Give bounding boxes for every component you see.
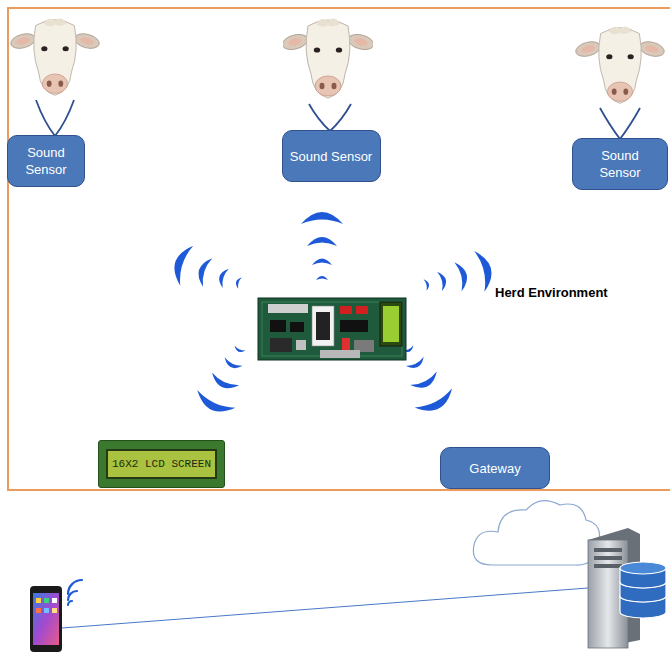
art-rect	[36, 598, 41, 603]
art-rect	[356, 306, 368, 314]
wifi-symbol	[68, 580, 82, 605]
art-ellipse	[620, 562, 666, 574]
art-rect	[52, 598, 57, 603]
art-path	[55, 100, 74, 136]
cow-image	[9, 18, 101, 95]
art-rect	[312, 306, 334, 346]
art-use	[301, 212, 343, 280]
text-stack: Sound Sensor	[290, 148, 372, 165]
art-rect	[30, 586, 62, 652]
text-stack: Sound Sensor	[14, 144, 78, 178]
text-stack: Gateway	[469, 460, 520, 477]
database-icon	[620, 562, 666, 618]
art-rect	[340, 320, 368, 332]
art-rect	[44, 608, 49, 613]
art-rect	[383, 306, 399, 342]
art-rect	[33, 593, 59, 645]
art-rect	[268, 304, 308, 313]
lcd-screen: 16X2 LCD SCREEN	[98, 440, 225, 488]
node-text: Sound Sensor	[290, 148, 372, 165]
art-path	[68, 601, 72, 605]
wireless-waves	[169, 212, 496, 419]
art-rect	[270, 338, 292, 352]
art-path	[309, 104, 330, 131]
cloud-shape	[473, 501, 599, 566]
art-path	[68, 580, 82, 594]
node-text: 16X2 LCD SCREEN	[112, 458, 211, 470]
art-rect	[340, 306, 352, 314]
cow-image	[574, 26, 666, 103]
art-rect	[594, 556, 622, 560]
node-text: Sound Sensor	[579, 147, 661, 181]
art-rect	[594, 548, 622, 552]
art-rect	[320, 350, 360, 358]
art-rect	[52, 608, 57, 613]
art-path	[36, 100, 55, 136]
node-text: Sound Sensor	[14, 144, 78, 178]
network-link	[62, 588, 588, 628]
art-rect	[290, 322, 304, 332]
art-path	[330, 104, 351, 131]
node-text: Gateway	[469, 460, 520, 477]
region-label: Herd Environment	[495, 285, 608, 300]
art-rect	[316, 312, 330, 340]
text-stack: 16X2 LCD SCREEN	[112, 458, 211, 470]
art-use	[420, 248, 496, 305]
art-rect	[594, 564, 622, 568]
microcontroller-board	[258, 298, 406, 360]
art-rect	[258, 298, 406, 360]
sensor-box: Sound Sensor	[7, 135, 85, 187]
art-path	[620, 108, 640, 139]
art-rect	[270, 320, 286, 332]
lcd-glass: 16X2 LCD SCREEN	[106, 449, 217, 479]
art-rect	[380, 302, 402, 346]
art-rect	[342, 338, 350, 352]
phone-icon	[30, 586, 62, 652]
sensor-box: Sound Sensor	[572, 138, 668, 190]
sensor-box: Sound Sensor	[282, 130, 381, 182]
art-rect	[262, 302, 402, 356]
text-stack: Sound Sensor	[579, 147, 661, 181]
art-use	[192, 339, 259, 418]
gateway-box: Gateway	[440, 447, 550, 489]
art-path	[600, 108, 620, 139]
art-rect	[36, 608, 41, 613]
art-use	[169, 242, 247, 303]
art-path	[68, 591, 77, 600]
art-rect	[44, 598, 49, 603]
cow-image	[281, 19, 376, 98]
herd-border	[8, 8, 670, 490]
art-rect	[296, 340, 306, 350]
